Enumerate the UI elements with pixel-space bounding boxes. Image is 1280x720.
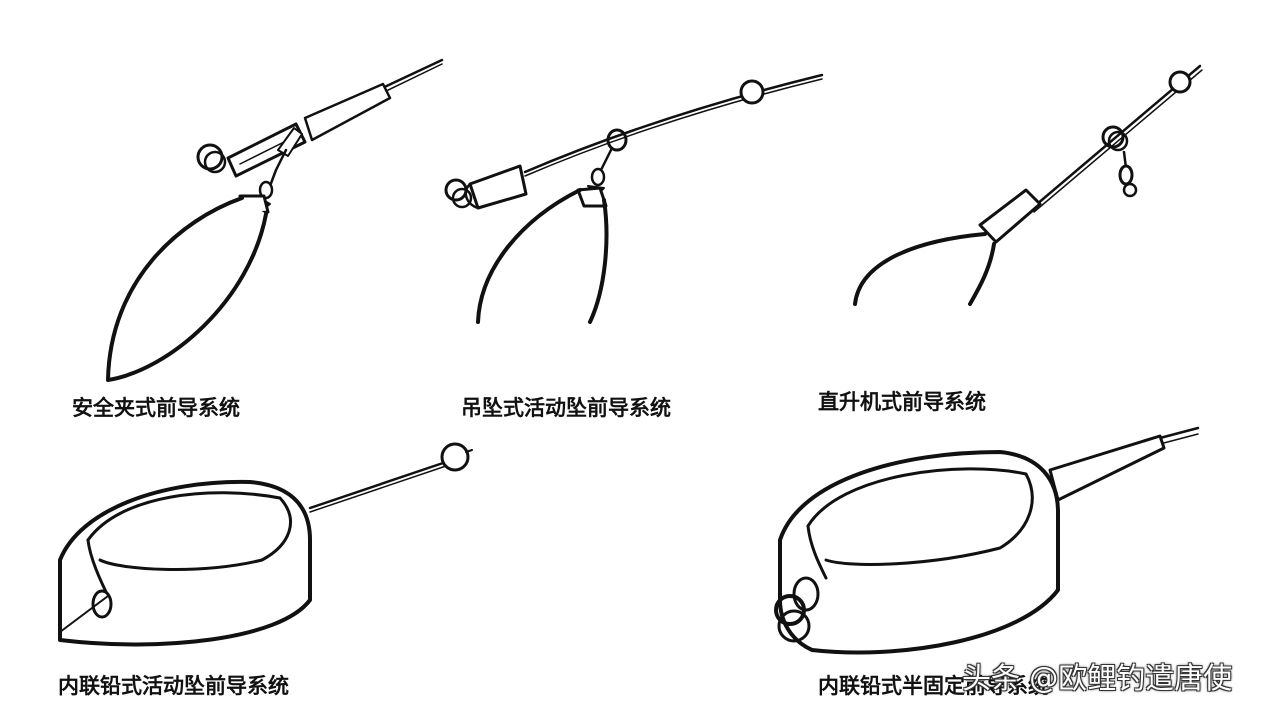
end-cone — [470, 166, 526, 208]
inline-lead — [60, 482, 310, 645]
main-line — [1030, 66, 1200, 210]
inline-lead — [780, 452, 1058, 653]
lead-sleeve — [980, 190, 1040, 242]
main-line — [525, 75, 822, 172]
caption-inline-semi-fixed: 内联铅式半固定前导系统 — [818, 674, 1049, 698]
inline-running-rig-illustration — [60, 444, 472, 644]
lead-body — [855, 234, 985, 304]
main-line — [310, 462, 446, 508]
stop-bead — [741, 81, 763, 103]
tail-rubber — [1050, 436, 1164, 500]
helicopter-swivel-ring — [1103, 127, 1123, 147]
swivel-ring — [198, 145, 222, 169]
swivel-ring — [776, 596, 804, 624]
caption-helicopter: 直升机式前导系统 — [818, 390, 986, 414]
inline-semi-fixed-rig-illustration — [776, 428, 1198, 653]
helicopter-rig-illustration — [855, 66, 1202, 304]
stop-bead — [442, 444, 468, 470]
pear-lead — [478, 190, 580, 322]
stop-bead — [1170, 72, 1190, 92]
tail-rubber — [305, 84, 390, 140]
caption-safety-clip: 安全夹式前导系统 — [72, 396, 240, 420]
main-line — [378, 60, 442, 90]
watermark-text: 头条 @欧鲤钓遣唐使 — [962, 661, 1233, 695]
main-line — [1160, 428, 1198, 438]
caption-hanging-running: 吊坠式活动坠前导系统 — [461, 396, 671, 420]
safety-clip-rig-illustration — [108, 60, 442, 380]
caption-inline-running: 内联铅式活动坠前导系统 — [58, 674, 289, 698]
sliding-ring — [608, 130, 626, 150]
leaf-lead — [108, 198, 266, 380]
hanging-running-rig-illustration — [446, 75, 822, 322]
